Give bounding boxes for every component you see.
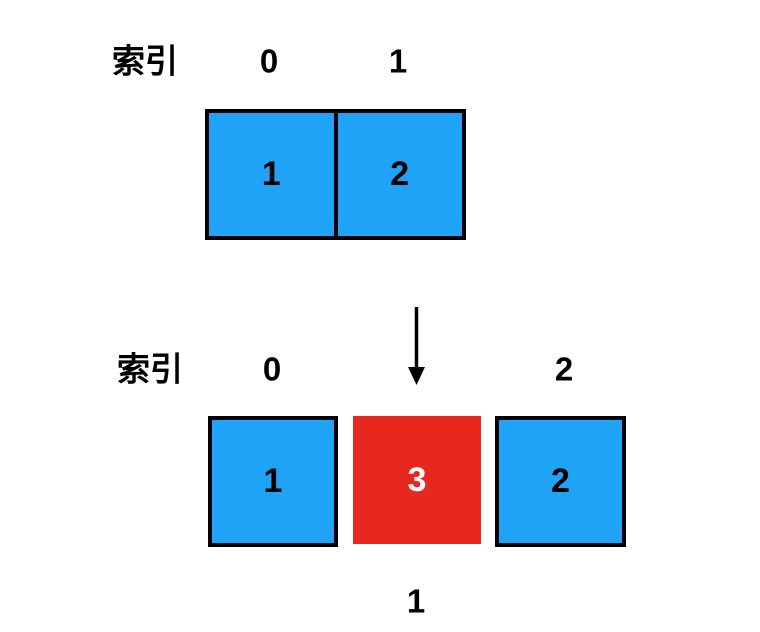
cell-value: 1 bbox=[263, 462, 283, 500]
inserted-array-cell: 3 bbox=[353, 416, 481, 544]
down-arrow-icon bbox=[408, 307, 425, 385]
cell-value: 2 bbox=[390, 155, 410, 193]
cell-value: 2 bbox=[551, 462, 570, 500]
array-cell: 2 bbox=[337, 113, 462, 236]
cell-value: 3 bbox=[407, 460, 427, 499]
top-index-0: 0 bbox=[259, 42, 279, 80]
array-cell: 1 bbox=[208, 416, 338, 547]
top-index-label: 索引 bbox=[112, 42, 178, 80]
bottom-index-2: 2 bbox=[554, 350, 574, 388]
top-array: 1 2 bbox=[205, 109, 466, 240]
array-cell: 2 bbox=[495, 416, 626, 547]
cell-value: 1 bbox=[261, 155, 281, 193]
bottom-index-0: 0 bbox=[262, 350, 282, 388]
top-index-1: 1 bbox=[388, 42, 408, 80]
array-cell: 1 bbox=[209, 113, 338, 236]
inserted-index-label: 1 bbox=[406, 582, 426, 620]
bottom-index-label: 索引 bbox=[117, 350, 183, 388]
